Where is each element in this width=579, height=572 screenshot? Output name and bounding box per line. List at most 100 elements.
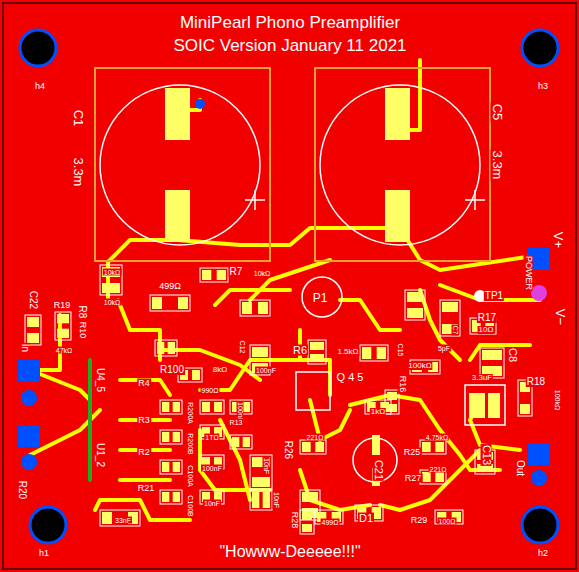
silkscreen-label: 221Ω [306,434,325,441]
silkscreen-label: V+ [552,231,565,249]
silkscreen-label: R8 [77,305,87,320]
solder-pad [162,462,169,472]
solder-pad [178,297,188,309]
solder-pad [57,314,69,323]
silkscreen-label: R200B [187,432,194,455]
solder-pad [152,297,162,309]
solder-pad [162,492,169,502]
footprint-outline [300,510,314,534]
solder-pad [217,270,226,280]
silkscreen-label: C7 [452,325,459,336]
solder-pad [27,317,39,327]
solder-pad [252,477,270,487]
silkscreen-label: U1_2 [95,442,105,468]
silkscreen-label: R2 [137,448,151,457]
solder-pad [242,302,252,314]
silkscreen-label: R20 [17,480,27,500]
footprint-outline [405,290,425,320]
footprint-outline [200,400,224,414]
solder-pad [407,308,423,318]
silkscreen-label: C21 [373,459,384,481]
silkscreen-label: 10nF [263,457,270,475]
silkscreen-label: R16 [398,375,407,394]
silkscreen-label: R21 [137,484,156,493]
solder-pad [252,492,259,508]
solder-pad [162,432,169,442]
footprint-outline [155,340,177,356]
solder-pad [258,302,268,314]
silkscreen-label: C100B [187,494,194,517]
solder-pad [263,492,270,508]
silkscreen-label: 990Ω [201,387,220,394]
silkscreen-label: 10kΩ [253,270,272,277]
footprint-outline [420,440,446,454]
silkscreen-label: 100kΩ [407,362,432,370]
footprint-outline [160,460,182,474]
footprint-outline [150,295,190,311]
footprint-outline [160,400,182,414]
solder-pad [422,472,431,482]
solder-pad [243,437,250,447]
solder-pad [27,333,39,343]
solder-pad [435,442,444,452]
silkscreen-label: C13 [481,444,492,466]
silkscreen-label: 499Ω [321,519,340,526]
solder-pad [387,392,397,400]
silkscreen-label: 3.3m [72,157,85,188]
solder-pad [232,437,239,447]
silkscreen-label: 10nF [203,500,221,507]
silkscreen-label: In [20,343,30,353]
footprint-outline [250,490,272,510]
silkscreen-label: Out [515,459,525,477]
footprint-outline [230,435,252,449]
silkscreen-label: 100nF [255,367,277,374]
silkscreen-label: C100A [187,464,194,487]
footprint-outline [160,430,182,444]
silkscreen-label: D1 [358,513,374,524]
solder-pad [57,329,69,338]
silkscreen-label: 8kΩ [212,366,228,374]
silkscreen-label: 499Ω [158,282,182,291]
solder-pad [442,302,458,312]
silkscreen-label: R17 [477,313,497,323]
silkscreen-label: R25 [403,448,422,457]
solder-pad [310,354,324,362]
silkscreen-label: R3 [137,416,151,425]
silkscreen-label: R28 [290,511,299,530]
solder-pad [482,350,502,360]
solder-pad [168,342,175,354]
silkscreen-label: POWER [524,255,533,291]
silkscreen-label: 221Ω [429,466,448,473]
silkscreen-label: 3.3uF [471,374,493,382]
silkscreen-label: h4 [34,82,46,91]
footprint-outline [360,345,388,361]
silkscreen-label: 1TΩ [204,434,219,441]
silkscreen-label: U4_5 [95,367,105,393]
board-caption: "Howww-Deeeee!!!" [218,544,361,560]
silkscreen-label: 3.3m [491,150,504,181]
solder-pad [157,342,164,354]
silkscreen-label: 100nF [201,465,223,472]
solder-pad [302,512,312,520]
silkscreen-label: R10 [78,321,87,340]
silkscreen-label: h3 [537,82,549,91]
footprint-outline [200,268,228,282]
silkscreen-label: R6 [292,345,308,356]
silkscreen-label: 100kΩ [554,389,561,411]
silkscreen-label: Q 4 5 [336,372,365,383]
solder-pad [162,402,169,412]
solder-pad [173,432,180,442]
solder-pad [377,347,386,359]
silkscreen-label: P1 [312,292,329,304]
solder-pad [422,442,431,452]
solder-pad [302,492,318,502]
silkscreen-label: SOIC Version January 11 2021 [172,37,407,54]
solder-pad [302,524,312,532]
silkscreen-label: 5pF [437,345,451,352]
footprint-outline [440,300,460,336]
silkscreen-label: 1.5kΩ [336,348,359,356]
silkscreen-label: 33nF [114,517,132,524]
footprint-outline [250,455,272,489]
silkscreen-label: 10kΩ [103,269,122,276]
